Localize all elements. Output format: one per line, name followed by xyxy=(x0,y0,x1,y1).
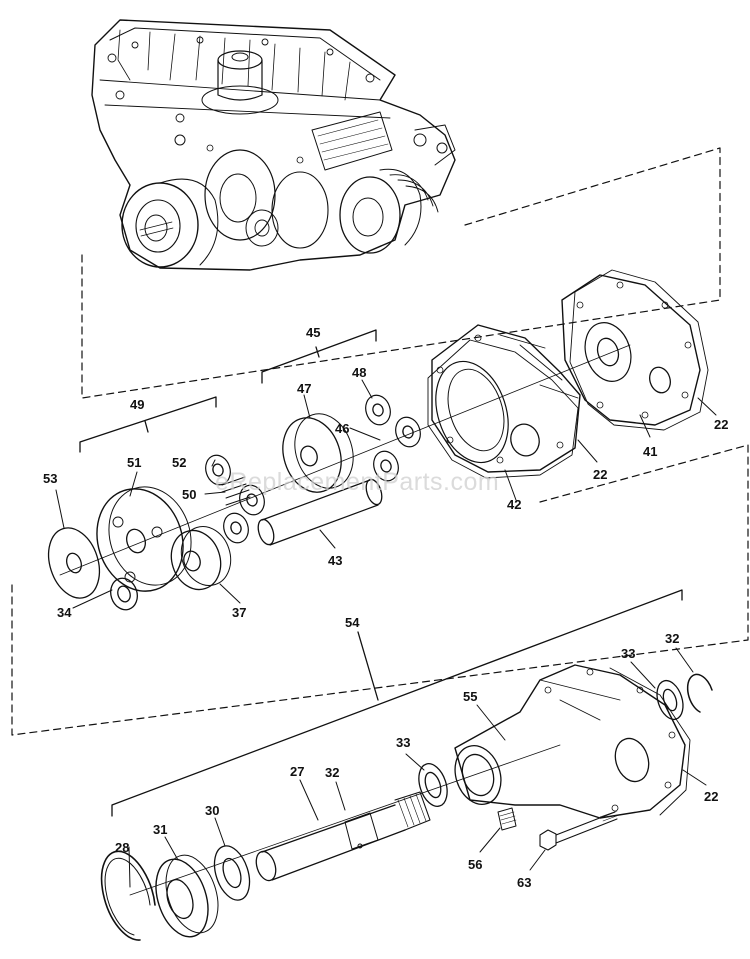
part-label-51: 51 xyxy=(127,455,142,470)
plug-56 xyxy=(497,807,517,831)
seal-30 xyxy=(213,845,251,901)
part-label-32-lower: 32 xyxy=(325,765,340,780)
part-label-37: 37 xyxy=(232,605,247,620)
gear-51 xyxy=(96,486,192,592)
plate-41 xyxy=(561,274,701,426)
bearings-48 xyxy=(365,394,421,482)
part-label-46: 46 xyxy=(335,421,350,436)
gasket-22-lower xyxy=(609,667,691,816)
part-label-32-upper: 32 xyxy=(665,631,680,646)
part-label-22-right: 22 xyxy=(714,417,729,432)
gasket-22-right xyxy=(569,269,709,431)
part-label-63: 63 xyxy=(517,875,532,890)
part-label-30: 30 xyxy=(205,803,220,818)
housing-42 xyxy=(431,324,581,473)
part-label-22-lower: 22 xyxy=(704,789,719,804)
axle-27 xyxy=(255,791,431,882)
dashed-assembly-outlines xyxy=(11,147,749,736)
bearings-52 xyxy=(205,454,265,544)
transaxle-housing xyxy=(91,19,456,271)
part-label-56: 56 xyxy=(468,857,483,872)
part-label-41: 41 xyxy=(643,444,658,459)
carrier-47 xyxy=(282,413,354,493)
part-label-50: 50 xyxy=(182,487,197,502)
pins-50 xyxy=(221,476,251,506)
axle-housing-55 xyxy=(454,664,686,819)
part-label-34: 34 xyxy=(57,605,72,620)
snap-ring-28 xyxy=(100,850,156,941)
part-label-55: 55 xyxy=(463,689,478,704)
washer-34 xyxy=(110,577,138,611)
part-label-28: 28 xyxy=(115,840,130,855)
part-label-47: 47 xyxy=(297,381,312,396)
part-label-53: 53 xyxy=(43,471,58,486)
part-label-52: 52 xyxy=(172,455,187,470)
bolt-63 xyxy=(539,810,620,851)
part-label-48: 48 xyxy=(352,365,367,380)
part-label-54: 54 xyxy=(345,615,360,630)
part-label-42: 42 xyxy=(507,497,522,512)
washer-33-upper xyxy=(656,679,684,721)
part-label-33-lower: 33 xyxy=(396,735,411,750)
leader-lines xyxy=(55,379,717,888)
gasket-22-upper xyxy=(427,339,579,479)
part-label-27: 27 xyxy=(290,764,305,779)
shaft-43 xyxy=(257,478,383,546)
watermark: eReplacementParts.com xyxy=(215,468,500,496)
part-label-49: 49 xyxy=(130,397,145,412)
snap-ring-32-upper xyxy=(686,673,713,713)
part-label-31: 31 xyxy=(153,822,168,837)
part-label-33-upper: 33 xyxy=(621,646,636,661)
bearing-31 xyxy=(155,854,219,938)
part-label-22-upper: 22 xyxy=(593,467,608,482)
group-brackets xyxy=(79,329,683,817)
washer-33-lower xyxy=(418,763,448,807)
part-label-45: 45 xyxy=(306,325,321,340)
washer-53 xyxy=(47,527,101,599)
gear-37 xyxy=(170,526,232,591)
part-label-43: 43 xyxy=(328,553,343,568)
